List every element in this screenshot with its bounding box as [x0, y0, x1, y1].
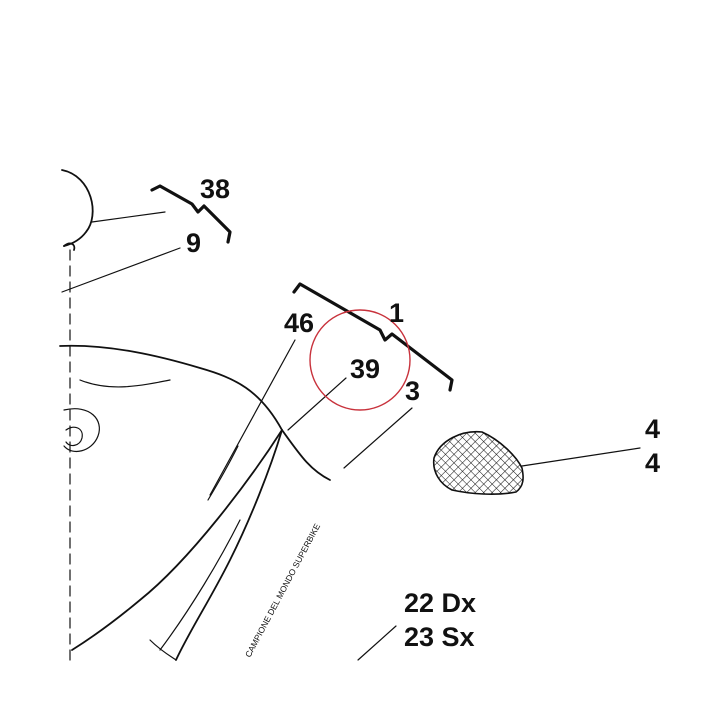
label-39: 39 — [350, 354, 380, 384]
fairing-crease — [207, 445, 239, 501]
mirror-stem — [63, 242, 76, 251]
leader-39 — [287, 377, 347, 431]
label-1: 1 — [389, 298, 404, 328]
fairing-cutout-inner — [65, 426, 83, 447]
label-4-upper: 4 — [645, 414, 660, 444]
highlight-circle — [309, 309, 411, 411]
brace-38 — [150, 184, 232, 244]
fairing-top-edge — [59, 344, 283, 431]
fairing-cutout — [63, 408, 100, 453]
label-4-lower: 4 — [645, 448, 660, 478]
label-9: 9 — [186, 228, 201, 258]
leader-3 — [343, 407, 413, 469]
leader-4 — [521, 447, 641, 467]
fairing-outer-panel — [281, 429, 331, 481]
label-22-dx: 22 Dx — [404, 588, 476, 618]
fairing-inner-line-1 — [175, 429, 283, 661]
label-3: 3 — [405, 376, 420, 406]
mirror-outline — [61, 169, 94, 247]
label-38: 38 — [200, 174, 230, 204]
brace-1 — [292, 282, 454, 392]
mesh-grille — [432, 431, 524, 495]
label-46: 46 — [284, 308, 314, 338]
leader-22-23 — [357, 625, 397, 661]
sticker-text: CAMPIONE DEL MONDO SUPERBIKE — [243, 522, 322, 659]
leader-9 — [61, 247, 181, 293]
label-23-sx: 23 Sx — [404, 622, 475, 652]
fairing-left-edge — [71, 429, 283, 651]
leader-38 — [91, 211, 166, 223]
fairing-inner-line-2 — [159, 519, 241, 651]
leader-46 — [209, 339, 296, 496]
fairing-lower-edge — [149, 639, 177, 661]
fairing-inner-curve — [79, 379, 171, 388]
